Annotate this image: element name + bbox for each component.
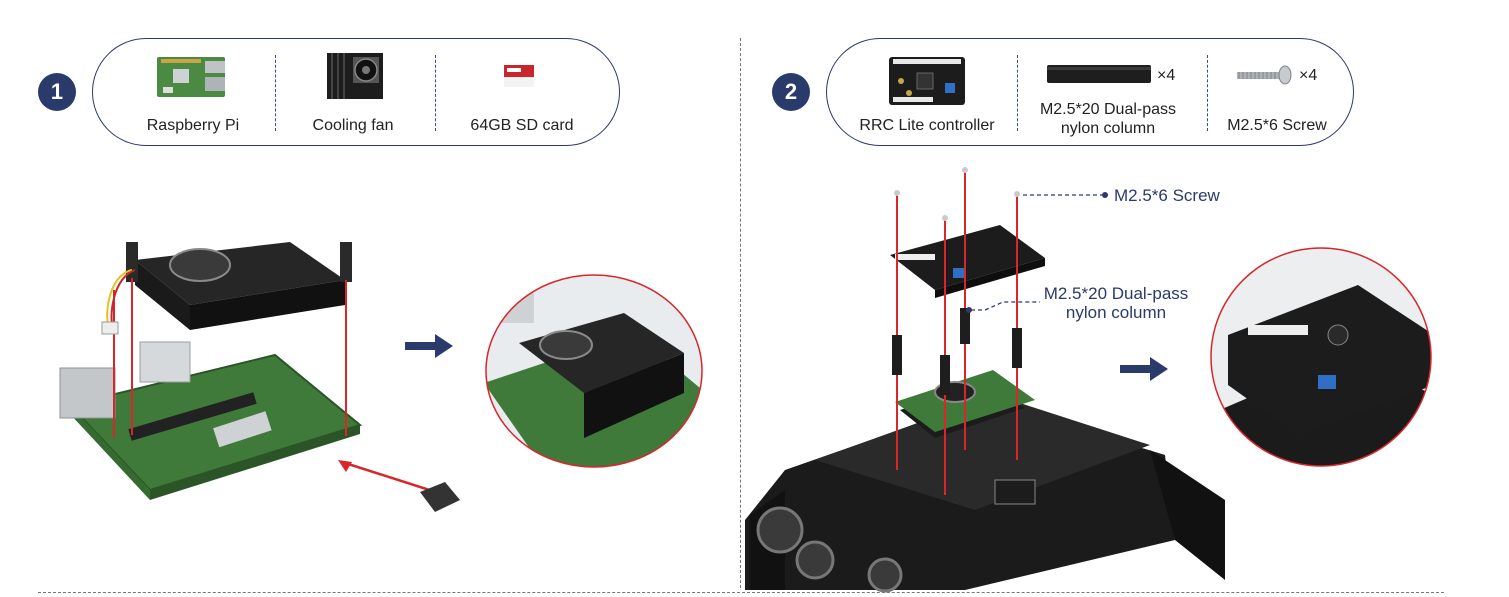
parts-separator (435, 55, 436, 131)
nylon-column-icon (1047, 65, 1151, 83)
part-label-cooling-fan: Cooling fan (312, 117, 394, 134)
part-label-raspberry-pi: Raspberry Pi (146, 117, 240, 134)
screw-quantity: ×4 (1299, 67, 1318, 84)
parts-separator (1017, 55, 1018, 131)
step-1-result-arrow-icon (405, 334, 453, 358)
part-label-nylon-column: M2.5*20 Dual-pass nylon column (1039, 101, 1177, 137)
step-1-badge: 1 (38, 73, 76, 111)
nylon-column-quantity: ×4 (1157, 67, 1176, 84)
raspberry-pi-board-icon (157, 57, 225, 97)
section-divider-horizontal (38, 592, 1444, 593)
step-2-badge: 2 (772, 73, 810, 111)
cooling-fan-icon (327, 53, 383, 99)
step-1-assembly-illustration (59, 242, 460, 512)
screw-icon (1237, 65, 1292, 85)
parts-separator (275, 55, 276, 131)
step-1-detail-zoom (485, 274, 703, 468)
callout-nylon-column-line2: nylon column (1065, 303, 1167, 322)
step-2-result-arrow-icon (1120, 357, 1168, 381)
step-2-assembly-illustration (745, 167, 1225, 593)
parts-separator (1207, 55, 1208, 131)
callout-screw: M2.5*6 Screw (1114, 186, 1220, 205)
controller-board-icon (889, 57, 965, 105)
step-2-detail-zoom (1210, 247, 1432, 467)
part-label-screw: M2.5*6 Screw (1227, 117, 1327, 134)
section-divider-vertical (740, 38, 741, 588)
part-label-rrc-lite-controller: RRC Lite controller (859, 117, 995, 134)
sd-card-icon (504, 65, 534, 87)
callout-nylon-column-line1: M2.5*20 Dual-pass (1043, 284, 1189, 303)
step-1-parts-panel: Raspberry Pi Cooling fan 64GB SD card (92, 38, 620, 146)
step-2-parts-panel: RRC Lite controller ×4 M2.5*20 Dual-pass… (826, 38, 1354, 146)
part-label-sd-card: 64GB SD card (470, 117, 574, 134)
